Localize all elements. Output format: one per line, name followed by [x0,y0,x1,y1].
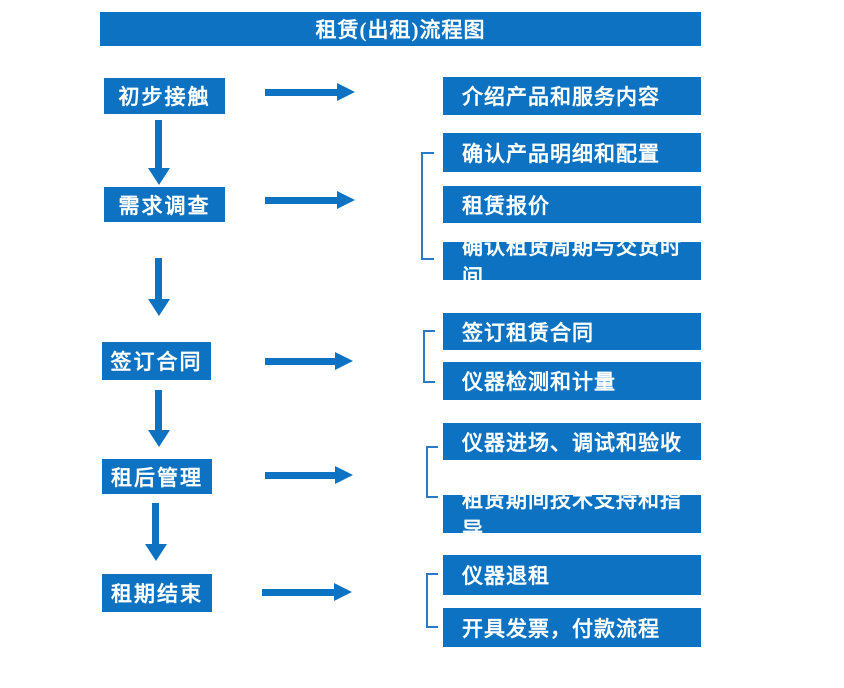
right-arrow-icon [265,352,353,370]
arrow-shaft [265,358,335,365]
detail-label: 租赁报价 [462,193,550,218]
group-bracket [426,573,438,628]
arrow-shaft [262,589,334,596]
down-arrow-icon [148,390,170,447]
step-label: 租后管理 [111,465,203,490]
detail-box-rental-quotation: 租赁报价 [443,186,701,223]
detail-label: 介绍产品和服务内容 [462,85,660,109]
arrow-shaft [155,258,162,299]
arrow-head [334,583,352,601]
step-label: 签订合同 [110,350,203,374]
group-bracket [426,446,438,498]
arrow-shaft [152,503,159,544]
step-label: 租期结束 [111,582,203,606]
detail-label: 开具发票，付款流程 [462,616,660,641]
group-bracket [423,330,435,383]
title-bar: 租赁(出租)流程图 [100,12,701,46]
detail-label: 仪器进场、调试和验收 [462,430,682,455]
right-arrow-icon [265,191,355,209]
detail-box-sign-rental-contract: 签订租赁合同 [443,313,701,350]
right-arrow-icon [265,83,355,101]
step-box-rental-end: 租期结束 [102,574,212,612]
right-arrow-icon [265,466,353,484]
group-bracket [421,152,434,260]
right-arrow-icon [262,583,352,601]
arrow-shaft [265,472,335,479]
down-arrow-icon [148,120,170,185]
arrow-head [335,466,353,484]
step-box-initial-contact: 初步接触 [104,78,225,114]
detail-label: 仪器检测和计量 [462,370,616,394]
arrow-head [148,430,170,447]
down-arrow-icon [145,503,167,561]
arrow-head [145,544,167,561]
detail-label: 确认租赁周期与交货时间 [462,235,682,289]
detail-box-confirm-period-delivery: 确认租赁周期与交货时间 [443,235,701,289]
step-box-post-rental-management: 租后管理 [102,459,212,494]
arrow-head [337,83,355,101]
page-title: 租赁(出租)流程图 [315,18,486,42]
arrow-head [337,191,355,209]
down-arrow-icon [148,258,170,316]
detail-label: 仪器退租 [462,564,550,588]
step-box-sign-contract: 签订合同 [102,342,211,380]
detail-label: 确认产品明细和配置 [462,141,660,166]
detail-label: 租赁期间技术支持和指导 [462,488,682,542]
step-label: 初步接触 [118,85,211,109]
detail-box-instrument-setup-acceptance: 仪器进场、调试和验收 [443,423,701,460]
detail-box-instrument-testing: 仪器检测和计量 [443,362,701,400]
arrow-shaft [155,120,162,168]
detail-box-instrument-return: 仪器退租 [443,555,701,595]
step-box-demand-survey: 需求调查 [104,187,225,222]
arrow-shaft [155,390,162,430]
arrow-shaft [265,197,337,204]
detail-box-confirm-product-config: 确认产品明细和配置 [443,133,701,172]
arrow-head [335,352,353,370]
step-label: 需求调查 [118,193,211,218]
arrow-shaft [265,89,337,96]
detail-box-introduce-products: 介绍产品和服务内容 [443,77,701,115]
arrow-head [148,299,170,316]
detail-box-invoice-payment: 开具发票，付款流程 [443,608,701,647]
detail-label: 签订租赁合同 [462,320,594,345]
detail-box-technical-support: 租赁期间技术支持和指导 [443,488,701,542]
arrow-head [148,168,170,185]
